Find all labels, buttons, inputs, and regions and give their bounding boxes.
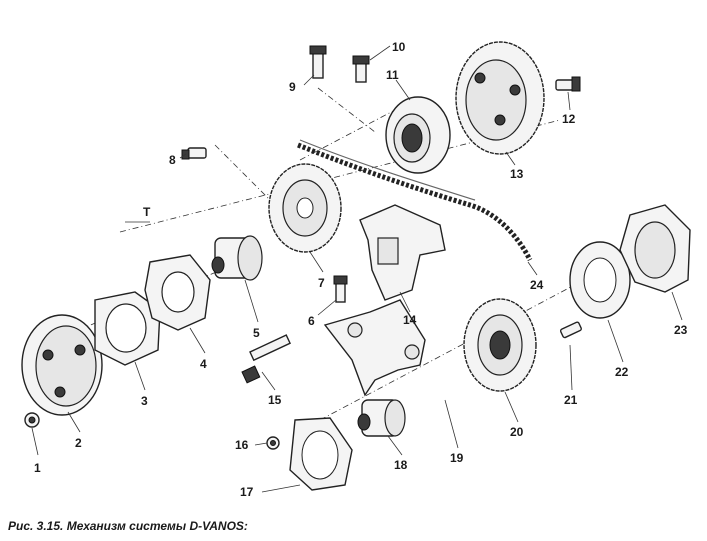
callout-6: 6: [308, 314, 315, 328]
callout-24: 24: [530, 278, 544, 292]
part-gasket: [94, 291, 161, 366]
callout-17: 17: [240, 485, 254, 499]
part-bolt-9: [309, 45, 327, 79]
figure-caption: Рис. 3.15. Механизм системы D-VANOS:: [8, 519, 248, 533]
callout-10: 10: [392, 40, 406, 54]
part-bolt-6: [333, 275, 348, 303]
part-bolt-8: [181, 147, 207, 160]
part-gasket-22: [569, 241, 631, 319]
callout-7: 7: [318, 276, 325, 290]
part-hub-18: [357, 399, 406, 437]
callout-23: 23: [674, 323, 688, 337]
callout-21: 21: [564, 393, 578, 407]
part-tensioner-bracket: [323, 299, 426, 397]
part-hub: [211, 235, 263, 281]
callout-2: 2: [75, 436, 82, 450]
part-bolt-12: [555, 76, 581, 92]
callout-13: 13: [510, 167, 524, 181]
part-sprocket-7: [268, 163, 342, 253]
callout-20: 20: [510, 425, 524, 439]
callout-8: 8: [169, 153, 176, 167]
callout-19: 19: [450, 451, 464, 465]
callout-14: 14: [403, 313, 417, 327]
timing-chain: [297, 139, 533, 262]
callout-12: 12: [562, 112, 576, 126]
part-sprocket-13: [455, 41, 545, 155]
callout-labels: 1 2 3 4 5 6 7 8 9 10 11 12 13 14 15 16 1…: [34, 40, 688, 499]
part-tensioner: [359, 204, 446, 301]
callout-22: 22: [615, 365, 629, 379]
part-sprocket-20: [463, 298, 537, 392]
part-bolt-10: [352, 55, 370, 83]
callout-4: 4: [200, 357, 207, 371]
callout-5: 5: [253, 326, 260, 340]
callout-9: 9: [289, 80, 296, 94]
part-gasket-17: [289, 417, 353, 491]
callout-18: 18: [394, 458, 408, 472]
leader-lines: [31, 45, 683, 493]
callout-1: 1: [34, 461, 41, 475]
callout-11: 11: [386, 68, 399, 82]
callout-15: 15: [268, 393, 282, 407]
part-cover-plate: [21, 314, 103, 416]
part-nut: [24, 412, 40, 428]
callout-3: 3: [141, 394, 148, 408]
part-bolt-21: [559, 321, 582, 339]
callout-16: 16: [235, 438, 249, 452]
center-lines: [54, 87, 651, 421]
part-nut-16: [266, 436, 280, 450]
part-long-bolt: [241, 334, 291, 384]
part-cover-23: [619, 204, 691, 293]
part-plate: [144, 254, 211, 331]
axis-label-t: T: [143, 205, 151, 219]
part-splined-hub: [385, 96, 451, 174]
